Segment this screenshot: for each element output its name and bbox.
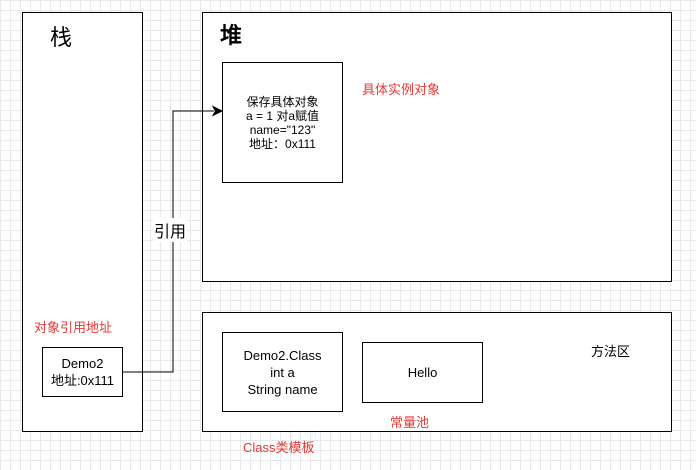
constant-pool-box: Hello <box>362 342 483 403</box>
object-line-4: 地址：0x111 <box>249 136 316 151</box>
object-line-3: name="123" <box>249 122 316 137</box>
stack-variable-box: Demo2 地址:0x111 <box>42 347 123 397</box>
reference-label: 引用 <box>153 218 188 242</box>
stack-variable-name: Demo2 <box>61 356 104 371</box>
class-template-label: Class类模板 <box>243 440 315 455</box>
object-line-2: a = 1 对a赋值 <box>245 108 320 123</box>
heap-title: 堆 <box>220 23 243 48</box>
object-line-1: 保存具体对象 <box>246 94 319 109</box>
stack-variable-address: 地址:0x111 <box>50 373 115 388</box>
concrete-instance-label: 具体实例对象 <box>362 82 441 97</box>
constant-pool-label: 常量池 <box>390 415 430 430</box>
heap-object-box: 保存具体对象 a = 1 对a赋值 name="123" 地址：0x111 <box>222 62 343 183</box>
class-line-2: int a <box>270 364 295 380</box>
method-area-title: 方法区 <box>591 344 631 359</box>
class-line-1: Demo2.Class <box>243 347 322 363</box>
object-reference-address-label: 对象引用地址 <box>34 320 113 335</box>
class-line-3: String name <box>247 381 318 397</box>
constant-value: Hello <box>407 365 438 380</box>
reference-arrowhead <box>211 105 224 117</box>
class-template-box: Demo2.Class int a String name <box>222 332 343 412</box>
stack-title: 栈 <box>50 25 73 50</box>
